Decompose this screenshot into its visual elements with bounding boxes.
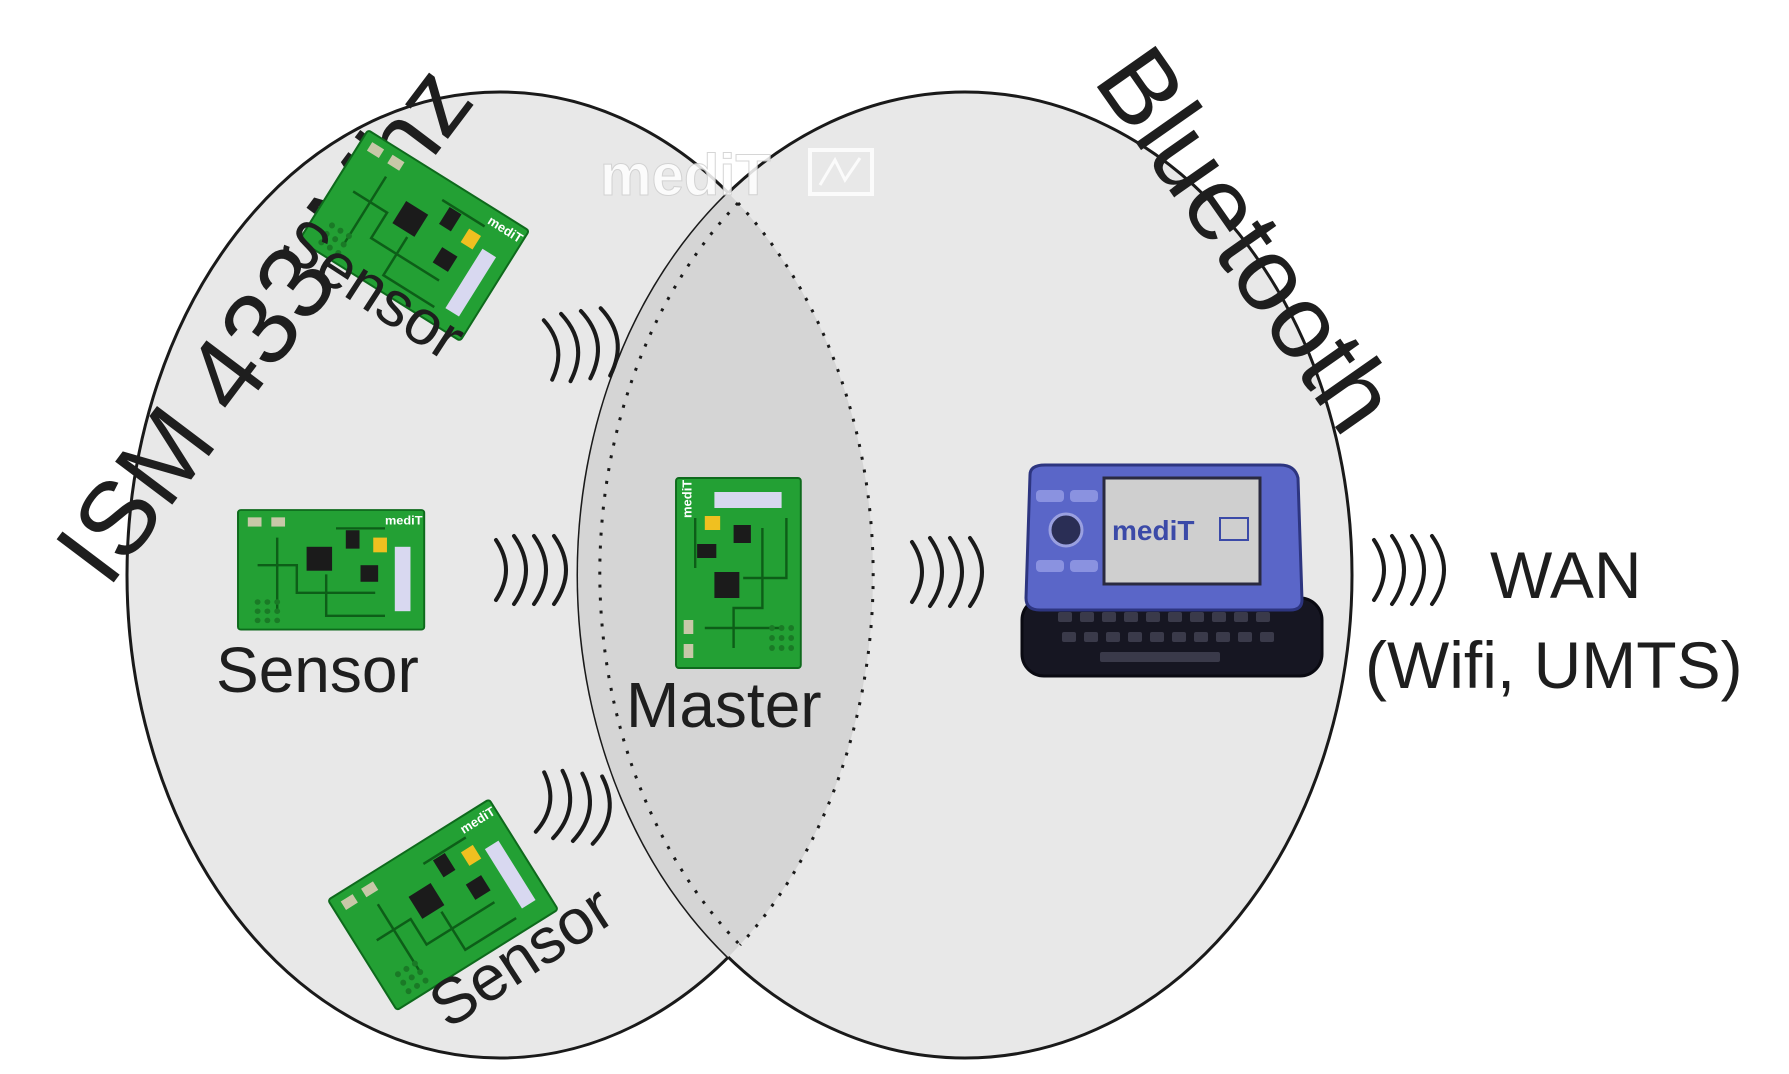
ism-boundary-dotted [736, 201, 875, 947]
master-board [674, 476, 803, 670]
medit-watermark: mediT [600, 143, 874, 209]
svg-text:mediT: mediT [600, 143, 771, 208]
wan-sub-label: (Wifi, UMTS) [1365, 628, 1743, 702]
wireless-wave-icon [1372, 534, 1446, 606]
master-label: Master [626, 669, 822, 741]
sensor-middle-board [236, 508, 426, 631]
phone-icon: mediT [1020, 463, 1324, 678]
sensor-middle-label: Sensor [216, 634, 419, 706]
wan-label: WAN [1490, 538, 1642, 612]
bluetooth-boundary-dotted [598, 201, 742, 947]
overlap-zone [578, 92, 873, 1058]
svg-text:mediT: mediT [1112, 515, 1194, 546]
